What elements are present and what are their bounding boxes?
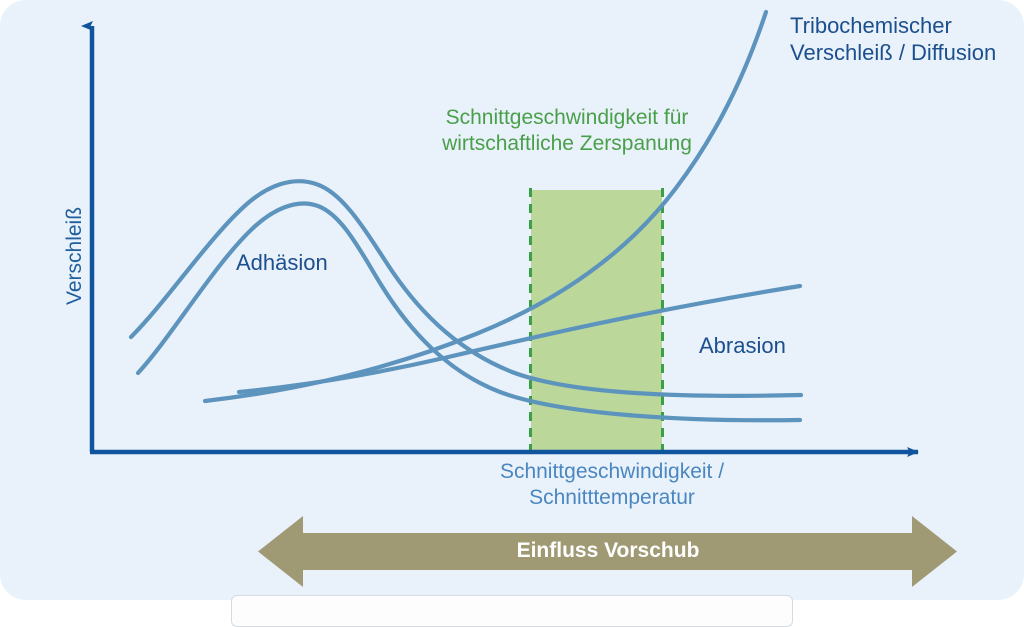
curve-tribochemical bbox=[202, 9, 769, 404]
economic-label-line1: Schnittgeschwindigkeit für bbox=[445, 106, 689, 129]
feed-influence-arrow-shape bbox=[258, 516, 957, 587]
tribochemical-label-line2: Verschleiß / Diffusion bbox=[790, 39, 997, 65]
feed-influence-label: Einfluss Vorschub bbox=[516, 539, 700, 562]
feed-influence-text-wrap: Einfluss Vorschub bbox=[258, 539, 958, 563]
curve-adhesion-lower bbox=[135, 201, 803, 423]
x-axis-label-line1: Schnittgeschwindigkeit / bbox=[499, 460, 725, 483]
feed-influence-arrow: Einfluss Vorschub bbox=[258, 515, 958, 587]
x-axis-label-line2: Schnitttemperatur bbox=[529, 485, 695, 509]
tribochemical-label-line1: Tribochemischer bbox=[790, 13, 952, 38]
wear-diagram-svg bbox=[81, 9, 957, 587]
economic-cutting-speed-band bbox=[531, 190, 662, 452]
y-axis-label: Verschleiß bbox=[63, 206, 86, 305]
curve-adhesion-upper bbox=[128, 179, 804, 398]
bottom-partial-box bbox=[231, 595, 793, 627]
adhesion-label: Adhäsion bbox=[236, 250, 328, 275]
x-axis-label: Schnittgeschwindigkeit /Schnitttemperatu… bbox=[462, 459, 762, 510]
economic-label-line2: wirtschaftliche Zerspanung bbox=[442, 131, 692, 155]
figure-background-panel bbox=[0, 0, 1024, 600]
abrasion-label: Abrasion bbox=[699, 333, 786, 358]
